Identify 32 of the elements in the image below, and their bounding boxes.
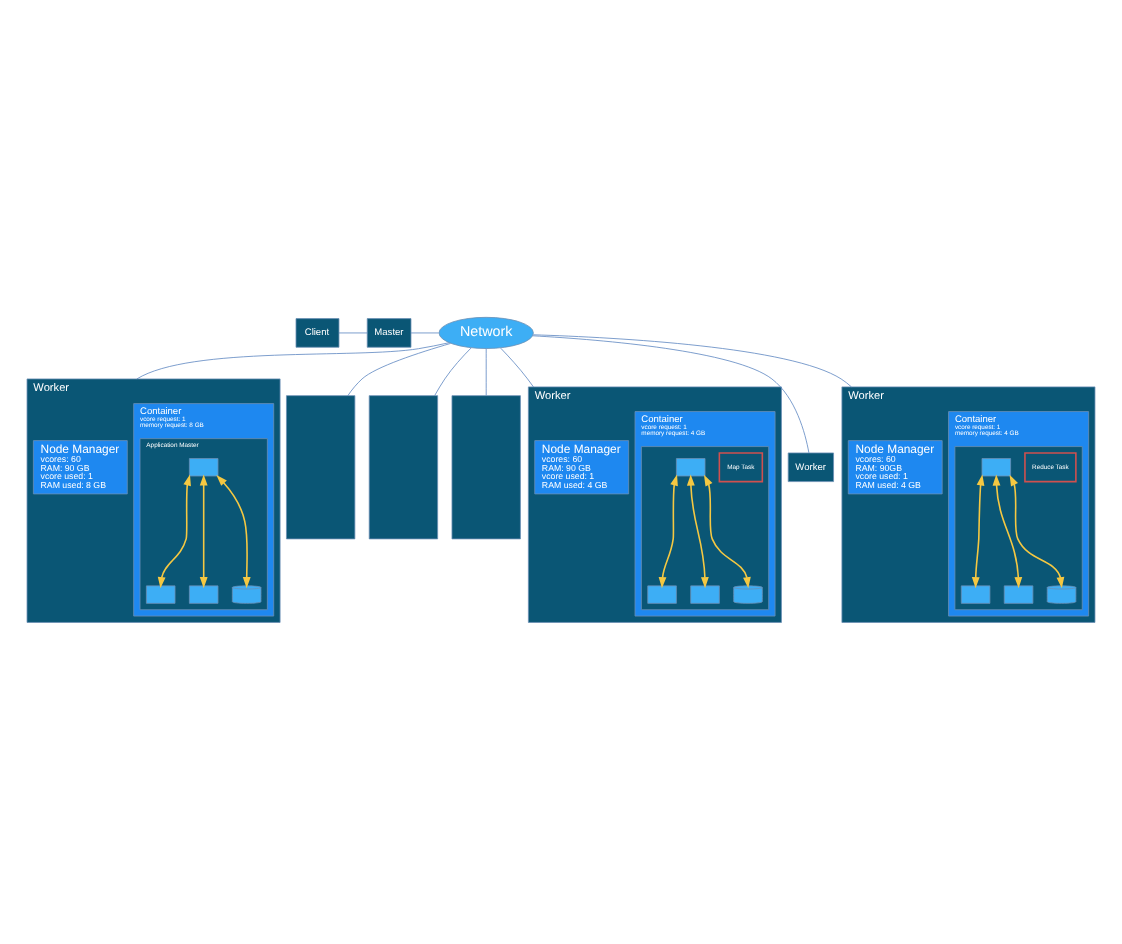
node-box [981, 457, 1011, 476]
node-box [1003, 584, 1034, 603]
cluster [641, 445, 770, 610]
connector [347, 342, 451, 396]
cluster [954, 445, 1083, 610]
arrow [686, 473, 709, 588]
connector [410, 331, 440, 333]
connector [338, 331, 368, 333]
connector [136, 341, 450, 379]
node-box [690, 584, 720, 603]
connector [532, 334, 810, 453]
connector [532, 333, 852, 387]
arrow [703, 473, 751, 588]
node-box [451, 394, 521, 539]
connector [500, 346, 534, 387]
arrow [1009, 473, 1065, 588]
arrow [971, 473, 985, 588]
arrow [658, 473, 678, 588]
connector [434, 346, 472, 395]
arrow [216, 474, 251, 588]
node-box [146, 584, 176, 603]
node-box [286, 394, 356, 539]
node-box [676, 457, 706, 476]
node-box [647, 584, 677, 603]
arrow [992, 473, 1023, 588]
node-box [188, 584, 219, 603]
node-box [960, 584, 991, 603]
node-box [368, 394, 439, 539]
connector [485, 347, 487, 395]
arrow [199, 473, 208, 588]
node-box [188, 457, 219, 476]
arrow [157, 473, 191, 588]
